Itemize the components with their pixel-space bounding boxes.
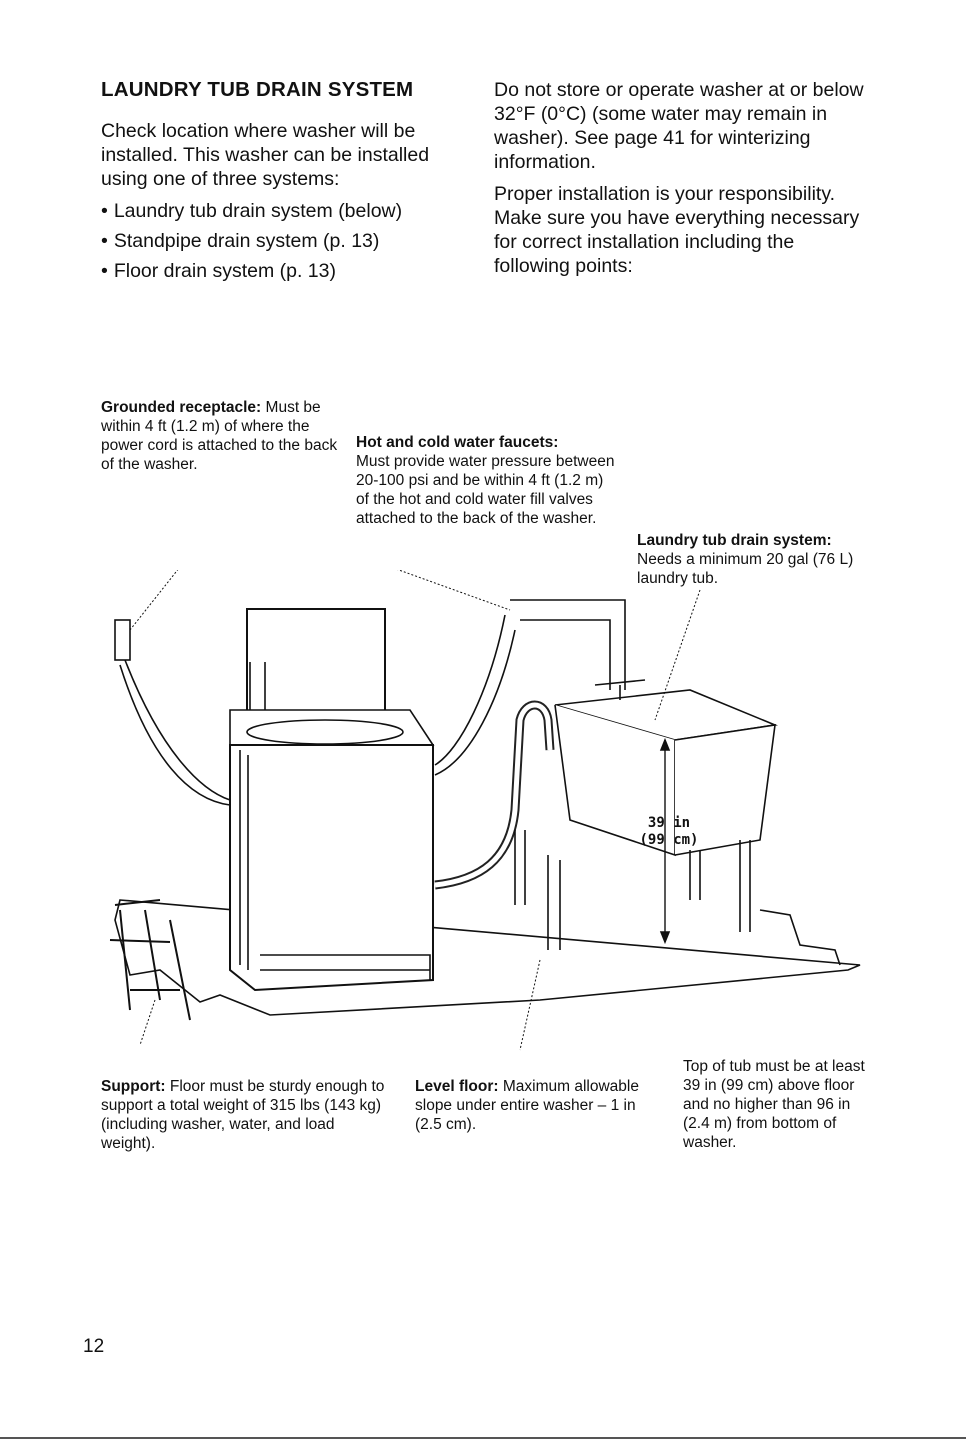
- page-number: 12: [83, 1336, 105, 1357]
- callout-faucets: Hot and cold water faucets: Must provide…: [356, 433, 616, 528]
- leader-lines: [129, 570, 701, 1051]
- floor: [109, 899, 861, 1021]
- callout-title: Laundry tub drain system:: [637, 532, 832, 549]
- dimension-inches: 39 in: [647, 815, 691, 831]
- callout-text: Floor must be sturdy enough to support a…: [101, 1078, 385, 1152]
- callout-receptacle: Grounded receptacle: Must be within 4 ft…: [101, 398, 351, 474]
- callout-title: Level floor:: [415, 1078, 499, 1095]
- callout-laundry-tub: Laundry tub drain system: Needs a minimu…: [637, 531, 882, 588]
- drain-systems-list: Laundry tub drain system (below) Standpi…: [101, 199, 471, 283]
- laundry-tub: [514, 679, 778, 950]
- right-column: Do not store or operate washer at or bel…: [494, 78, 866, 286]
- callout-text: Top of tub must be at least 39 in (99 cm…: [683, 1058, 865, 1151]
- intro-paragraph: Check location where washer will be inst…: [101, 120, 430, 190]
- callout-title: Support:: [101, 1078, 166, 1095]
- dimension-arrow: [659, 737, 671, 945]
- list-item: Standpipe drain system (p. 13): [101, 229, 471, 253]
- power-cord: [114, 619, 231, 806]
- water-hoses: [434, 599, 626, 776]
- dimension-label: 39 in (99 cm): [634, 815, 704, 849]
- callout-text: Needs a minimum 20 gal (76 L) laundry tu…: [637, 551, 854, 587]
- washer: [229, 608, 435, 992]
- washer-installation-illustration: [109, 570, 861, 1051]
- callout-title: Hot and cold water faucets:: [356, 434, 559, 451]
- callout-title: Grounded receptacle:: [101, 399, 262, 416]
- callout-text: Maximum allowable slope under entire was…: [415, 1078, 639, 1133]
- drain-hose: [434, 700, 555, 890]
- callout-support: Support: Floor must be sturdy enough to …: [101, 1077, 391, 1153]
- list-item: Floor drain system (p. 13): [101, 259, 471, 283]
- callout-level-floor: Level floor: Maximum allowable slope und…: [415, 1077, 655, 1134]
- callout-text: Must be within 4 ft (1.2 m) of where the…: [101, 399, 338, 473]
- callout-text: Must provide water pressure between 20-1…: [356, 453, 615, 527]
- temperature-warning: Do not store or operate washer at or bel…: [494, 79, 864, 173]
- section-heading: LAUNDRY TUB DRAIN SYSTEM: [101, 78, 414, 101]
- dimension-centimeters: (99 cm): [639, 832, 699, 848]
- bottom-rule: [0, 1437, 966, 1439]
- callout-tub-height: Top of tub must be at least 39 in (99 cm…: [683, 1057, 873, 1152]
- responsibility-paragraph: Proper installation is your responsibili…: [494, 183, 860, 277]
- left-column: LAUNDRY TUB DRAIN SYSTEM Check location …: [101, 78, 471, 289]
- list-item: Laundry tub drain system (below): [101, 199, 471, 223]
